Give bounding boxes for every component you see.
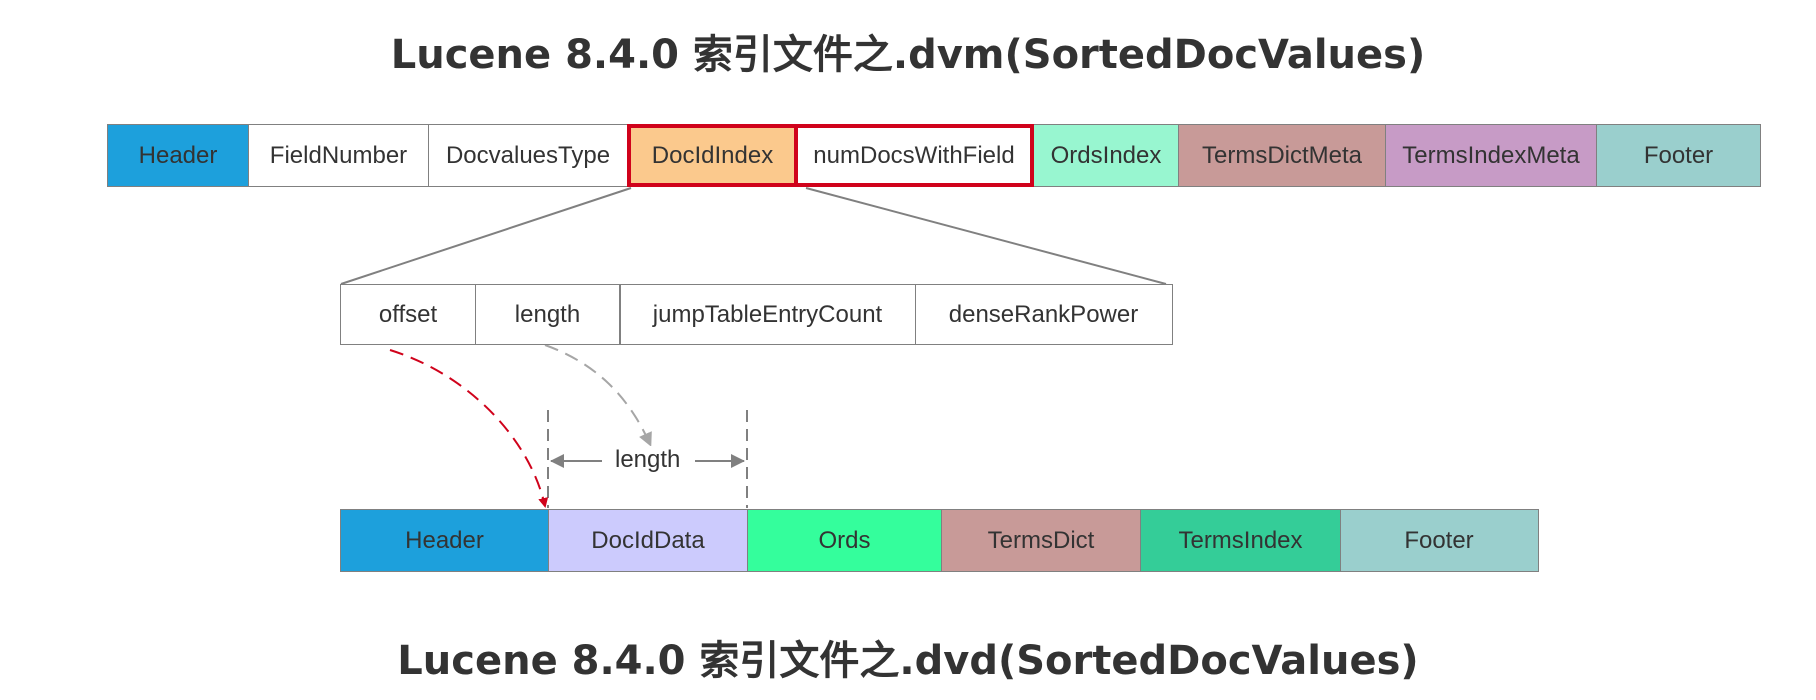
docidindex-offset-cell: offset (340, 284, 476, 345)
dvm-header-cell: Header (107, 124, 249, 187)
expand-line-right (805, 187, 1167, 285)
dvd-structure: Header DocIdData Ords TermsDict TermsInd… (340, 509, 1539, 572)
length-dimension-label: length (609, 446, 687, 474)
dvd-title: Lucene 8.4.0 索引文件之.dvd(SortedDocValues) (397, 638, 1419, 684)
dvm-ordsindex-cell: OrdsIndex (1032, 124, 1180, 187)
dvd-header-cell: Header (340, 509, 549, 572)
dvm-termsindexmeta-cell: TermsIndexMeta (1384, 124, 1598, 187)
dvm-title: Lucene 8.4.0 索引文件之.dvm(SortedDocValues) (390, 32, 1426, 78)
dvd-footer-cell: Footer (1339, 509, 1539, 572)
length-arrow (544, 344, 652, 447)
expand-line-left (340, 187, 632, 285)
docidindex-length-cell: length (474, 284, 621, 345)
dvd-dociddata-cell: DocIdData (547, 509, 749, 572)
docidindex-jumptableentrycount-cell: jumpTableEntryCount (619, 284, 916, 345)
dvm-docvaluestype-cell: DocvaluesType (428, 124, 628, 187)
dvd-termsindex-cell: TermsIndex (1140, 509, 1341, 572)
docidindex-structure: offset length jumpTableEntryCount denseR… (340, 284, 1173, 345)
dvm-fieldnumber-cell: FieldNumber (247, 124, 430, 187)
dvm-docidindex-cell: DocIdIndex (626, 124, 799, 187)
offset-arrow (389, 349, 549, 508)
dvm-termsdictmeta-cell: TermsDictMeta (1178, 124, 1386, 187)
dvd-ords-cell: Ords (747, 509, 942, 572)
docidindex-denserankpower-cell: denseRankPower (914, 284, 1173, 345)
dvm-footer-cell: Footer (1596, 124, 1761, 187)
dvd-termsdict-cell: TermsDict (940, 509, 1142, 572)
dvm-numdocswithfield-cell: numDocsWithField (794, 124, 1034, 187)
dvm-structure: Header FieldNumber DocvaluesType DocIdIn… (107, 124, 1761, 187)
